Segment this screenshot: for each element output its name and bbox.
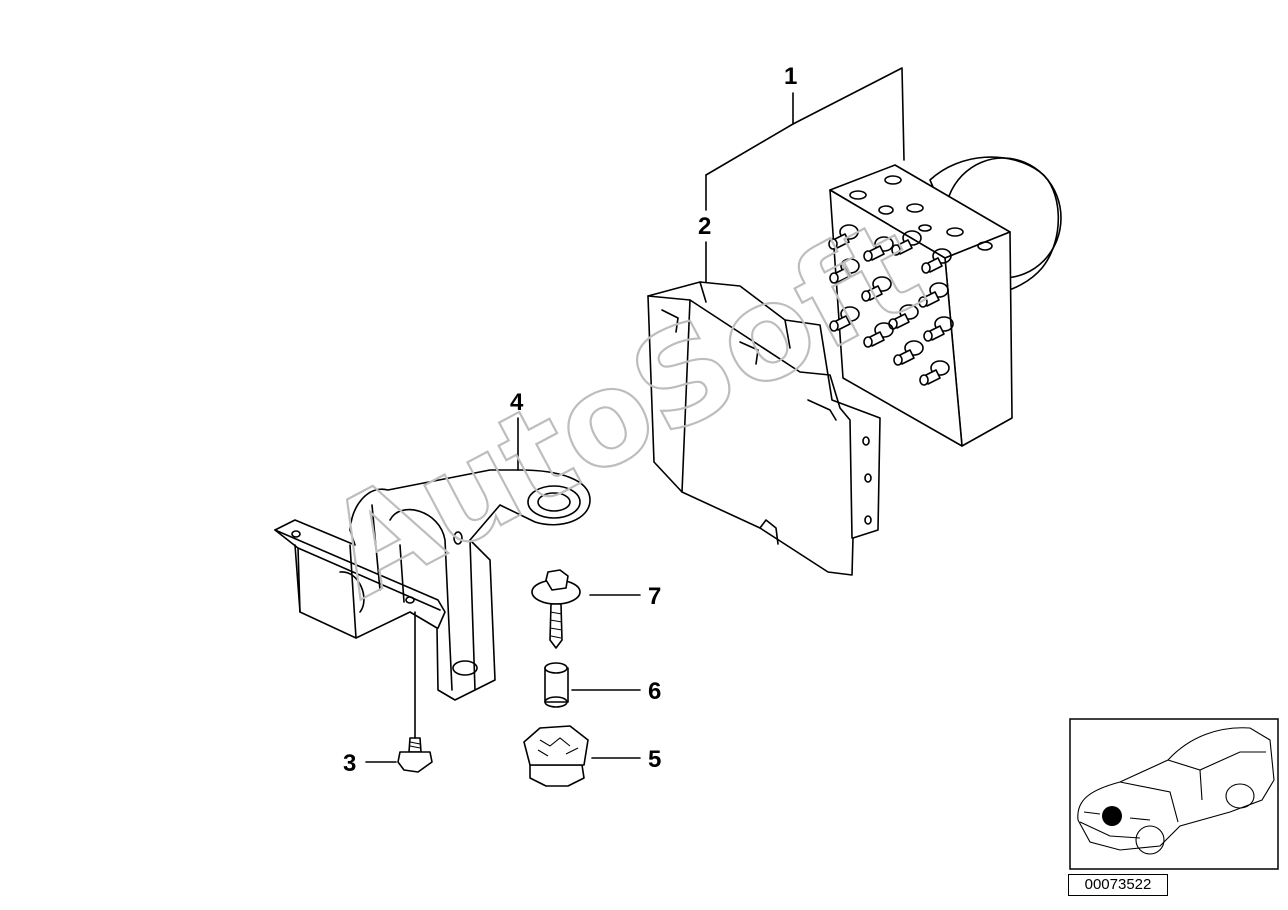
port-fitting (888, 304, 919, 330)
callout-6: 6 (648, 678, 661, 705)
location-marker-icon (1102, 806, 1122, 826)
port-fitting (919, 360, 950, 386)
sleeve-part-6 (544, 662, 569, 708)
callout-2: 2 (698, 213, 711, 240)
callout-4: 4 (510, 389, 524, 416)
port-fitting (918, 282, 949, 308)
callout-1: 1 (784, 63, 797, 90)
rubber-mount-part-5 (523, 725, 589, 787)
leader-lines (365, 67, 905, 763)
vehicle-locator-thumbnail (1069, 718, 1279, 870)
screw-part-3 (397, 737, 433, 773)
car-outline-icon (1077, 727, 1275, 855)
callout-7: 7 (648, 583, 661, 610)
callout-3: 3 (343, 750, 356, 777)
bolt-part-7 (531, 569, 581, 649)
port-fitting (923, 316, 954, 342)
port-fitting (828, 224, 859, 250)
brake-line-ports (828, 224, 954, 386)
port-fitting (921, 248, 952, 274)
diagram-code: 00073522 (1068, 874, 1168, 896)
port-fitting (893, 340, 924, 366)
port-fitting (863, 236, 894, 262)
port-fitting (891, 230, 922, 256)
mounting-bracket (274, 469, 591, 701)
control-unit (647, 281, 881, 576)
callout-5: 5 (648, 746, 661, 773)
port-fitting (861, 276, 892, 302)
port-fitting (829, 306, 860, 332)
port-fitting (829, 258, 860, 284)
port-fitting (863, 322, 894, 348)
